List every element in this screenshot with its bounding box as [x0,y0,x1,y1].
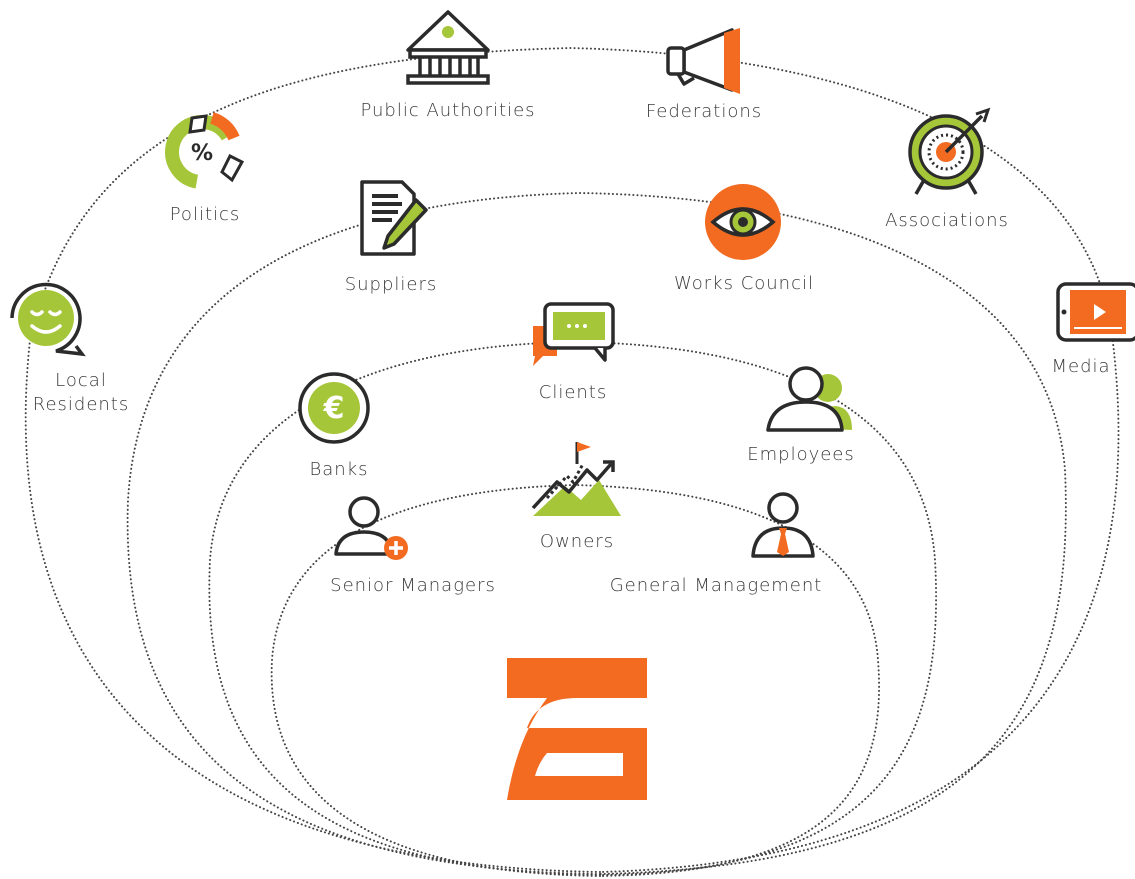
label-public-authorities: Public Authorities [360,100,536,121]
company-logo-icon [507,658,647,800]
percentage-chart-icon: % [165,112,245,189]
video-tablet-icon [1056,282,1135,342]
ring-outer [24,46,1120,874]
euro-coin-icon: € [298,372,370,444]
svg-text:%: % [191,141,213,166]
megaphone-icon [666,28,740,94]
smiley-speech-bubble-icon [10,282,86,357]
label-owners: Owners [539,531,615,552]
government-building-icon [406,10,490,85]
label-suppliers: Suppliers [344,274,438,295]
target-icon [908,107,991,195]
label-general-management: General Management [609,575,823,596]
person-tie-icon [751,492,815,558]
label-associations: Associations [885,210,1009,231]
label-federations: Federations [645,101,763,122]
chat-bubbles-icon [533,302,615,366]
label-senior-managers: Senior Managers [330,575,496,596]
mountain-flag-chart-icon [531,442,621,516]
label-media: Media [1051,356,1111,377]
ring-2 [126,191,1067,876]
label-local-residents-line2: Residents [32,394,130,415]
label-local-residents-line1: Local [55,370,107,391]
document-pen-icon [360,180,428,256]
eye-icon [705,184,781,260]
label-employees: Employees [747,444,855,465]
label-banks: Banks [309,459,369,480]
label-works-council: Works Council [674,273,814,294]
label-politics: Politics [169,204,241,225]
label-clients: Clients [538,382,608,403]
people-icon [766,366,852,432]
person-plus-icon [334,496,408,560]
svg-text:€: € [323,391,345,426]
